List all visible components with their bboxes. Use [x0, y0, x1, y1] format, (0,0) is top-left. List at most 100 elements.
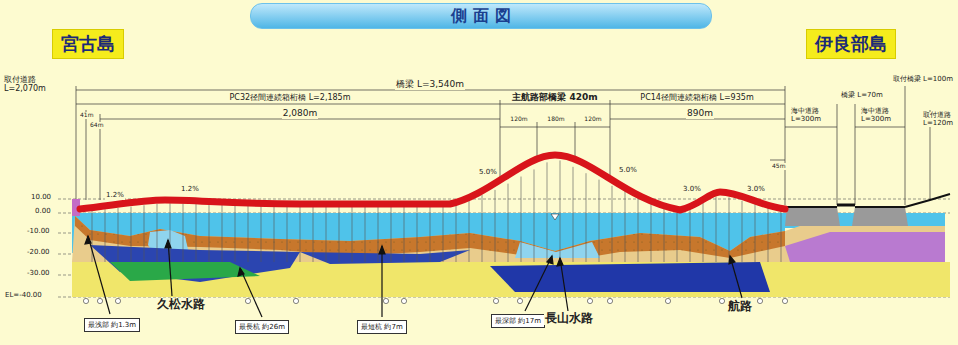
road-deck: [855, 206, 905, 208]
gradient-label: 3.0%: [746, 186, 766, 194]
dimension-label: 取付道路 L=120m: [922, 112, 954, 127]
boring-marker: [383, 298, 388, 303]
island-label-box: 伊良部島: [806, 29, 896, 59]
gradient-label: 3.0%: [682, 186, 702, 194]
pile: [196, 204, 197, 262]
elevation-label: 10.00: [30, 194, 52, 202]
dimension-tick: [785, 86, 786, 205]
node-text: 最深部 約17m: [495, 316, 541, 326]
pile: [729, 197, 730, 262]
green-stratum: [110, 262, 260, 281]
boring-marker: [782, 298, 787, 303]
arrow-head: [379, 246, 385, 254]
pile: [313, 207, 314, 262]
water-level-mark: [551, 214, 559, 220]
pile: [612, 186, 613, 262]
submerged-road: [785, 207, 840, 226]
boring-marker: [665, 298, 670, 303]
pile: [430, 207, 431, 262]
span-label: 120m: [509, 116, 528, 123]
pile: [144, 205, 145, 262]
pile: [755, 204, 756, 262]
dimension-tick: [575, 122, 576, 160]
gradient-label: 5.0%: [478, 169, 498, 177]
boring-marker: [719, 298, 724, 303]
pile: [573, 167, 574, 262]
pile: [677, 212, 678, 262]
boring-marker: [97, 298, 102, 303]
channel-name: 長山水路: [544, 312, 594, 325]
blue-stratum: [300, 250, 470, 264]
boring-marker: [115, 298, 120, 303]
dimension-line: [610, 104, 785, 105]
dimension-tick: [905, 86, 906, 205]
pile: [716, 197, 717, 262]
pile: [248, 205, 249, 262]
pile: [768, 208, 769, 262]
pile: [482, 195, 483, 262]
arrow-head: [557, 258, 563, 266]
arrow-head: [238, 268, 244, 276]
node-text: 最浅部 約1.3m: [88, 320, 136, 330]
boring-marker: [587, 298, 592, 303]
dimension-label: 海中道路 L=300m: [790, 108, 834, 123]
pile: [118, 208, 119, 262]
arrow-head: [729, 256, 735, 264]
dimension-tick: [86, 110, 87, 200]
boring-marker: [83, 298, 88, 303]
bridge-girder: [80, 155, 785, 210]
dimension-label: 取付橋梁 L=100m: [892, 76, 954, 84]
boring-marker: [293, 298, 298, 303]
leader-line: [730, 256, 742, 298]
dimension-line: [500, 104, 610, 105]
gradient-label: 1.2%: [180, 186, 200, 194]
pile: [261, 206, 262, 262]
gradient-label: 1.2%: [105, 192, 125, 200]
note-box: 最深部 約17m: [491, 314, 545, 328]
dimension-label: PC32径間連続箱桁橋 L=2,185m: [229, 94, 352, 103]
pile: [534, 169, 535, 262]
boring-marker: [607, 298, 612, 303]
pile: [183, 204, 184, 262]
dimension-tick: [500, 100, 501, 180]
leader-line: [381, 246, 382, 317]
pile: [560, 160, 561, 262]
pile: [586, 173, 587, 262]
leader-line: [88, 236, 110, 314]
dimension-label: 海中道路 L=300m: [860, 108, 904, 123]
gradient-label: 5.0%: [618, 167, 638, 175]
pile: [131, 207, 132, 262]
dimension-lines: [76, 86, 930, 205]
pile: [391, 207, 392, 262]
dimension-label: 取付道路 L=2,070m: [3, 76, 63, 94]
pile: [326, 207, 327, 262]
dimension-label: 橋梁 L=70m: [840, 92, 884, 100]
grid-line: [58, 275, 72, 276]
channel-deposit: [515, 242, 600, 258]
pile: [521, 177, 522, 262]
boring-marker: [401, 298, 406, 303]
pile: [92, 211, 93, 262]
grid-line: [58, 233, 72, 234]
pile: [274, 206, 275, 262]
arrow-head: [85, 236, 91, 244]
approach-road: [905, 194, 950, 207]
island-label-box: 宮古島: [52, 29, 124, 59]
blue-stratum: [90, 245, 300, 282]
pile: [443, 207, 444, 262]
node-text: 最短杭 約7m: [361, 322, 403, 332]
dimension-tick: [837, 104, 838, 205]
bridge-deck: [837, 204, 855, 207]
note-box: 最長杭 約26m: [235, 320, 289, 334]
pile: [287, 207, 288, 262]
boring-marker: [493, 298, 498, 303]
node-text: 最長杭 約26m: [239, 322, 285, 332]
pile: [352, 207, 353, 262]
elevation-label: 0.00: [34, 208, 52, 216]
channel-name: 航路: [727, 300, 753, 313]
span-label: 120m: [583, 116, 602, 123]
leader-line: [560, 258, 568, 311]
elevation-label: -20.00: [26, 249, 51, 257]
boring-marker: [757, 298, 762, 303]
